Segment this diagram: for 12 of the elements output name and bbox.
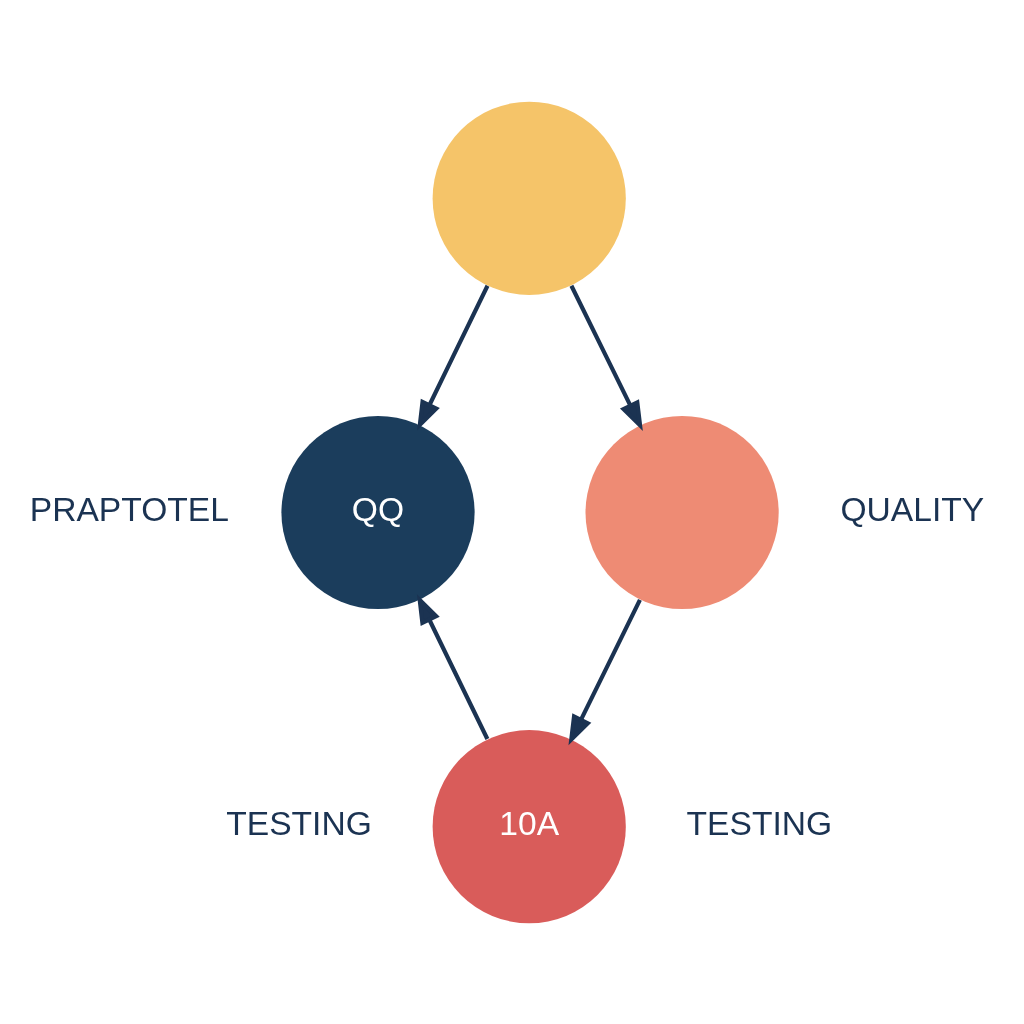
- arrow: [569, 284, 643, 431]
- node-circle: [432, 101, 626, 295]
- node-circle: 10A: [432, 729, 626, 923]
- node-label: PRAPTOTEL: [29, 490, 229, 528]
- node-label: QUALITY: [840, 490, 985, 528]
- label: TESTING: [686, 804, 833, 842]
- arrow: [417, 284, 490, 431]
- node-circle: [585, 415, 779, 609]
- arrow: [568, 598, 642, 745]
- node-circle: QQ: [281, 415, 475, 609]
- arrow: [416, 593, 490, 740]
- label: TESTING: [226, 804, 372, 842]
